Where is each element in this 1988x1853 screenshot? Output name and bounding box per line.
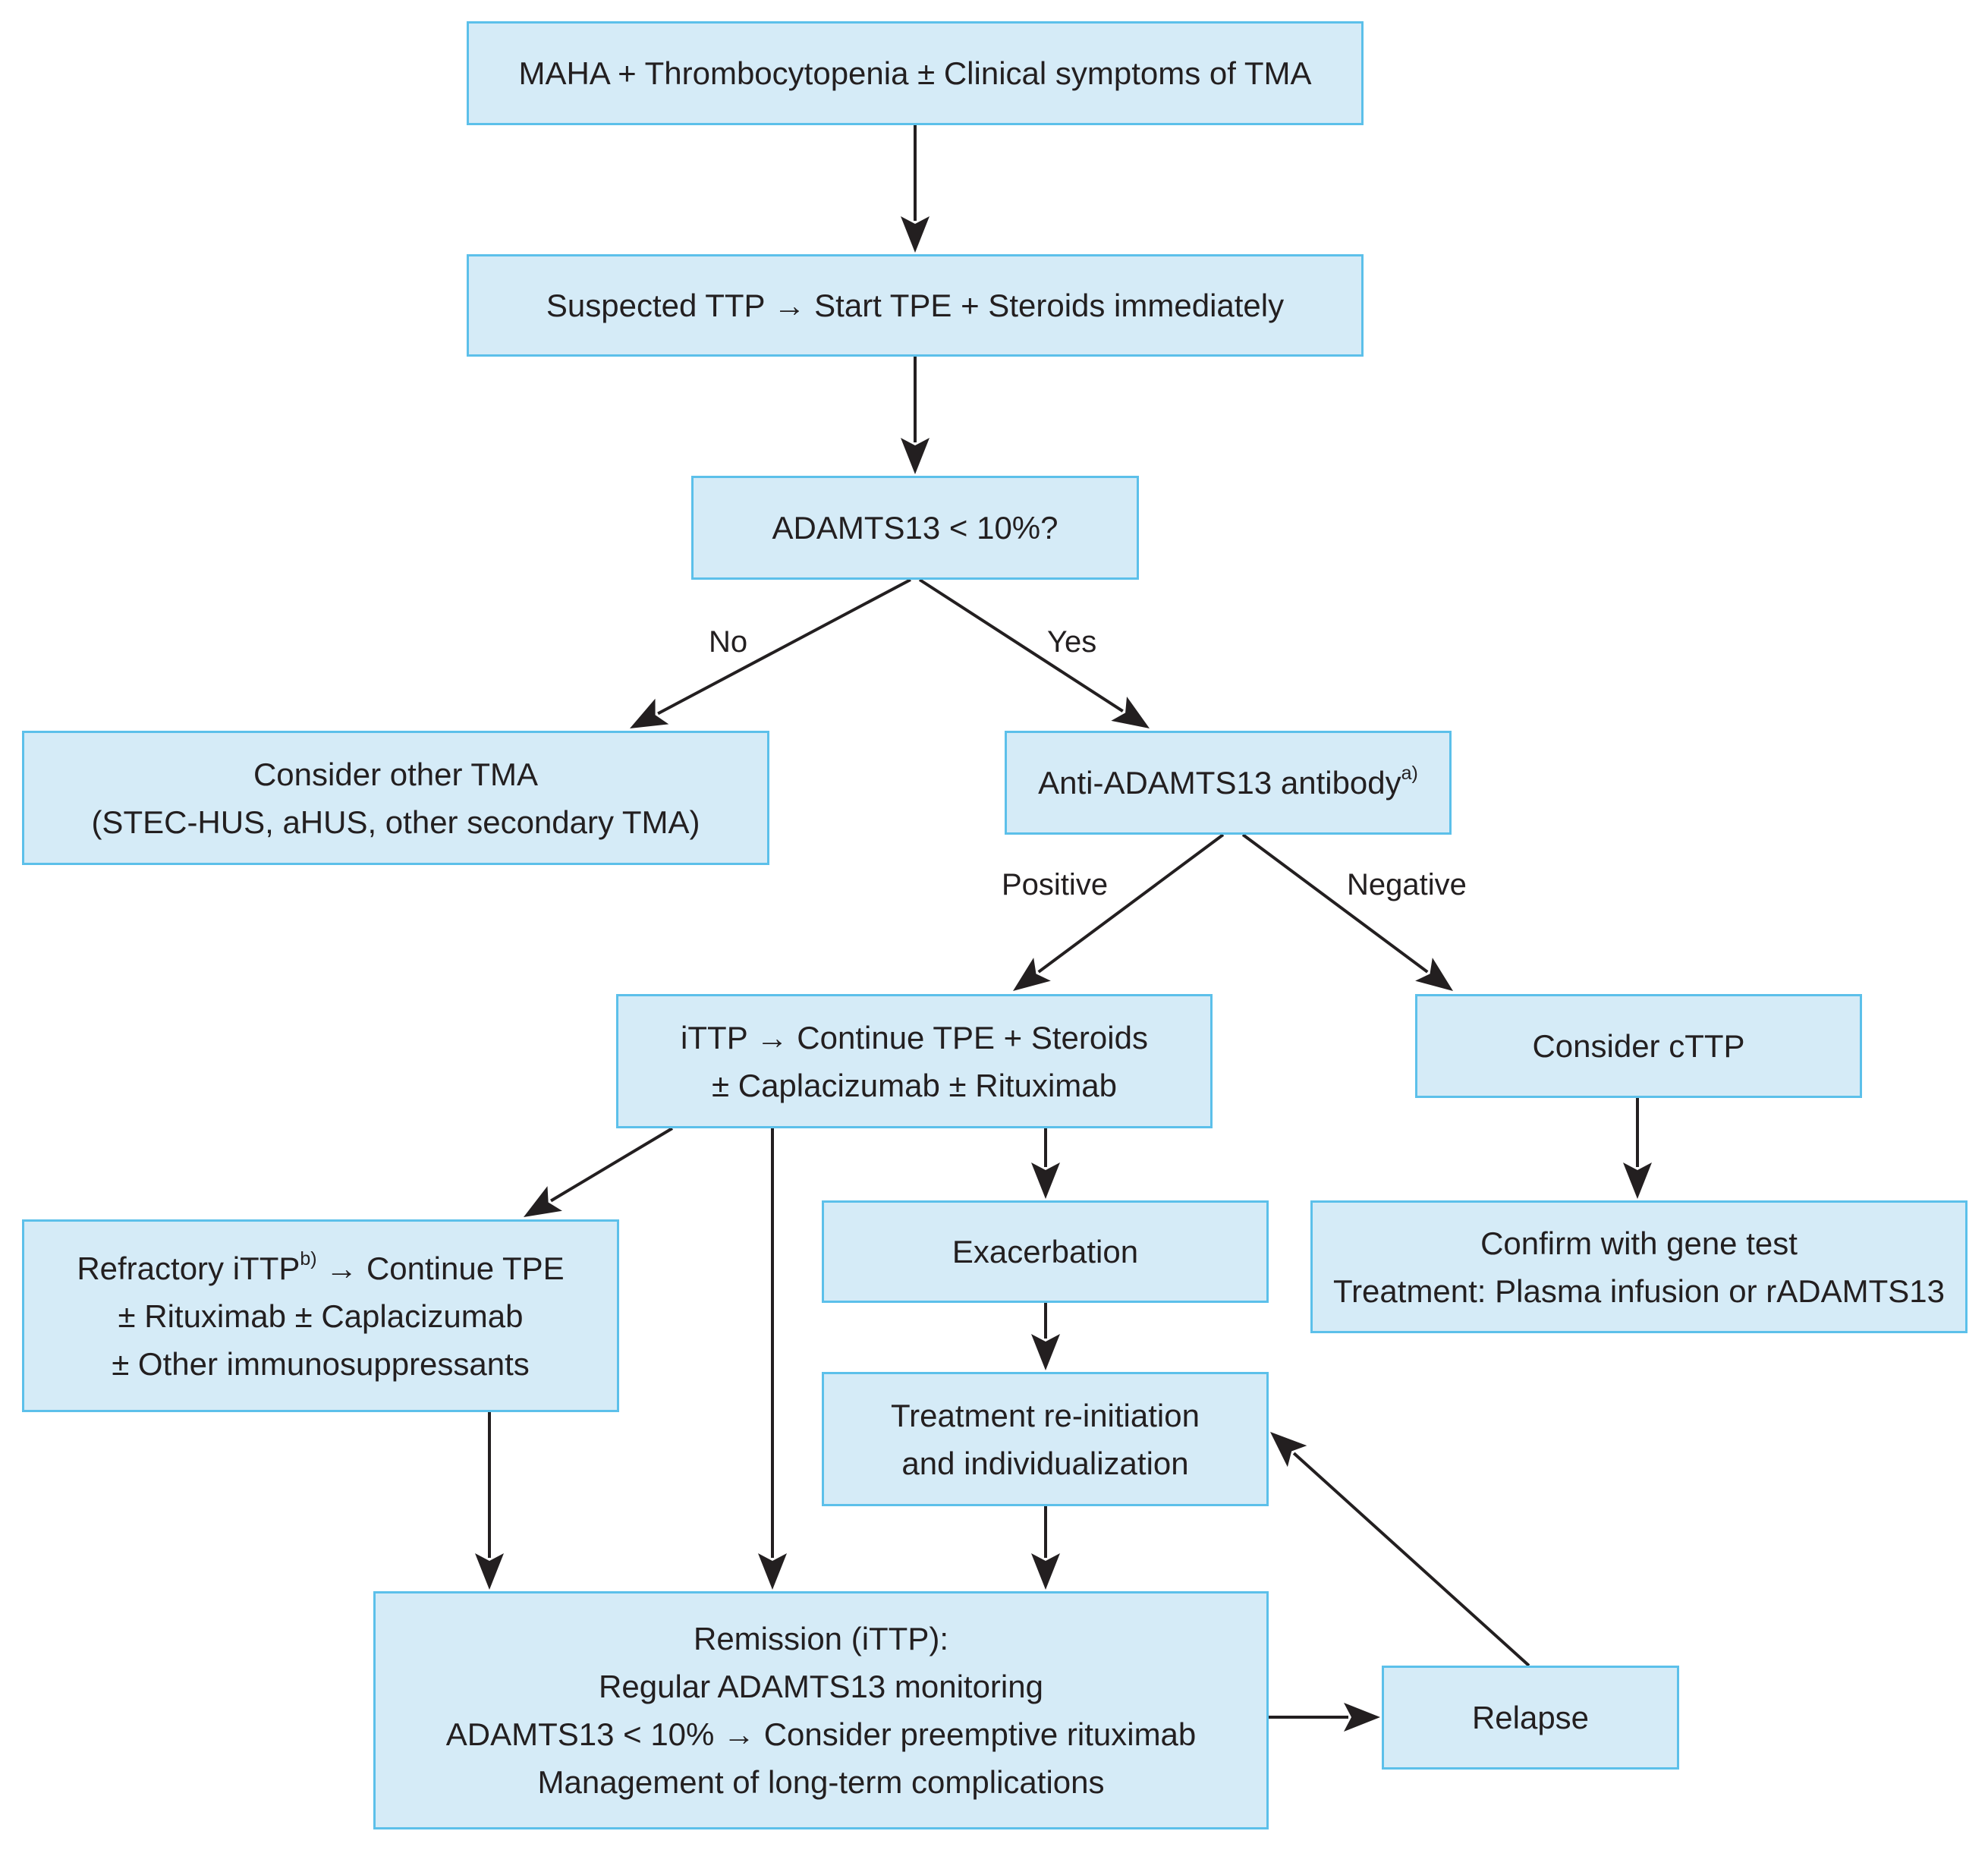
arrow-test-to-other-tma-head — [630, 698, 669, 728]
other-tma-box: Consider other TMA (STEC-HUS, aHUS, othe… — [22, 731, 769, 865]
reinitiation-line1: Treatment re-initiation — [891, 1397, 1200, 1433]
arrow-antibody-to-cttp-line — [1241, 833, 1429, 974]
arrow-exacerbation-to-reinitiation-head — [1031, 1334, 1060, 1370]
arrow-start-to-suspected-head — [901, 216, 930, 253]
antibody-text: Anti-ADAMTS13 antibody — [1038, 765, 1401, 801]
arrow-ittp-to-exacerbation-head — [1031, 1162, 1060, 1199]
arrow-suspected-to-test-head — [901, 438, 930, 474]
arrow-reinitiation-to-remission — [1031, 1506, 1060, 1590]
arrow-ittp-to-refractory-head — [524, 1186, 562, 1217]
adamts13-test-box: ADAMTS13 < 10%? — [691, 476, 1139, 580]
cttp-text: Consider cTTP — [1532, 1028, 1745, 1064]
relapse-box: Relapse — [1382, 1666, 1679, 1770]
remission-line3: ADAMTS13 < 10% → Consider preemptive rit… — [445, 1716, 1197, 1752]
arrow-refractory-to-remission — [475, 1412, 504, 1590]
footnote-a-marker: a) — [1401, 763, 1418, 784]
refractory-line1-post: → Continue TPE — [316, 1250, 565, 1286]
arrow-start-to-suspected — [901, 125, 930, 253]
arrow-ittp-to-refractory — [524, 1127, 674, 1217]
antibody-box: Anti-ADAMTS13 antibodya) — [1005, 731, 1452, 835]
remission-line1: Remission (iTTP): — [693, 1621, 949, 1656]
arrow-ittp-to-remission — [758, 1128, 787, 1590]
cttp-box: Consider cTTP — [1415, 994, 1862, 1098]
start-box: MAHA + Thrombocytopenia ± Clinical sympt… — [467, 21, 1364, 125]
arrow-antibody-to-cttp-head — [1415, 958, 1453, 991]
arrow-ittp-to-remission-head — [758, 1553, 787, 1590]
arrow-test-to-other-tma-line — [657, 578, 911, 716]
remission-box: Remission (iTTP): Regular ADAMTS13 monit… — [373, 1591, 1269, 1829]
treatment-reinitiation-box: Treatment re-initiation and individualiz… — [822, 1372, 1269, 1506]
arrow-relapse-to-reinitiation-line — [1292, 1452, 1530, 1667]
reinitiation-line2: and individualization — [901, 1445, 1189, 1481]
refractory-line3: ± Other immunosuppressants — [112, 1345, 530, 1382]
suspected-ttp-text: Suspected TTP → Start TPE + Steroids imm… — [546, 288, 1285, 323]
arrow-refractory-to-remission-head — [475, 1553, 504, 1590]
ittp-line2: ± Caplacizumab ± Rituximab — [712, 1067, 1117, 1103]
arrow-relapse-to-reinitiation-head — [1270, 1432, 1307, 1468]
gene-test-line1: Confirm with gene test — [1480, 1225, 1798, 1261]
refractory-line1-pre: Refractory iTTP — [77, 1250, 300, 1286]
arrow-antibody-to-ittp-line — [1037, 833, 1225, 974]
remission-line2: Regular ADAMTS13 monitoring — [599, 1669, 1043, 1704]
edge-label-negative: Negative — [1347, 868, 1467, 901]
ittp-line1: iTTP → Continue TPE + Steroids — [681, 1019, 1148, 1055]
ittp-box: iTTP → Continue TPE + Steroids ± Caplaci… — [616, 994, 1213, 1128]
arrow-test-to-antibody-line — [918, 578, 1124, 713]
relapse-text: Relapse — [1471, 1700, 1590, 1735]
arrow-cttp-to-gene-test-head — [1623, 1162, 1652, 1199]
arrow-ittp-to-refractory-line — [550, 1127, 674, 1203]
footnote-b-marker: b) — [300, 1247, 317, 1269]
arrow-test-to-antibody — [918, 578, 1150, 728]
arrow-remission-to-relapse — [1269, 1703, 1380, 1732]
arrow-remission-to-relapse-head — [1344, 1703, 1380, 1732]
edge-label-yes: Yes — [1047, 625, 1097, 659]
exacerbation-box: Exacerbation — [822, 1200, 1269, 1303]
arrow-antibody-to-ittp-head — [1013, 958, 1051, 991]
gene-test-box: Confirm with gene test Treatment: Plasma… — [1310, 1200, 1968, 1333]
arrow-exacerbation-to-reinitiation — [1031, 1303, 1060, 1370]
arrow-test-to-other-tma — [630, 578, 911, 728]
refractory-ittp-box: Refractory iTTPb) → Continue TPE ± Ritux… — [22, 1219, 619, 1412]
remission-line4: Management of long-term complications — [537, 1764, 1105, 1800]
edge-label-positive: Positive — [1002, 868, 1109, 901]
arrow-antibody-to-ittp — [1013, 833, 1225, 991]
arrow-relapse-to-reinitiation — [1270, 1432, 1530, 1667]
antibody-line: Anti-ADAMTS13 antibodya) — [1038, 759, 1418, 807]
other-tma-line2: (STEC-HUS, aHUS, other secondary TMA) — [91, 804, 700, 840]
arrow-cttp-to-gene-test — [1623, 1098, 1652, 1199]
edge-label-no: No — [709, 625, 748, 659]
arrow-suspected-to-test — [901, 357, 930, 474]
exacerbation-text: Exacerbation — [952, 1234, 1139, 1269]
refractory-line1: Refractory iTTPb) → Continue TPE — [77, 1244, 564, 1292]
gene-test-line2: Treatment: Plasma infusion or rADAMTS13 — [1332, 1273, 1946, 1309]
adamts13-test-text: ADAMTS13 < 10%? — [772, 510, 1058, 546]
arrow-test-to-antibody-head — [1111, 696, 1150, 728]
other-tma-line1: Consider other TMA — [253, 756, 539, 792]
arrow-reinitiation-to-remission-head — [1031, 1553, 1060, 1590]
arrow-ittp-to-exacerbation — [1031, 1128, 1060, 1199]
refractory-line2: ± Rituximab ± Caplacizumab — [118, 1298, 524, 1334]
arrow-antibody-to-cttp — [1241, 833, 1453, 991]
start-text: MAHA + Thrombocytopenia ± Clinical sympt… — [518, 55, 1312, 91]
suspected-ttp-box: Suspected TTP → Start TPE + Steroids imm… — [467, 254, 1364, 357]
